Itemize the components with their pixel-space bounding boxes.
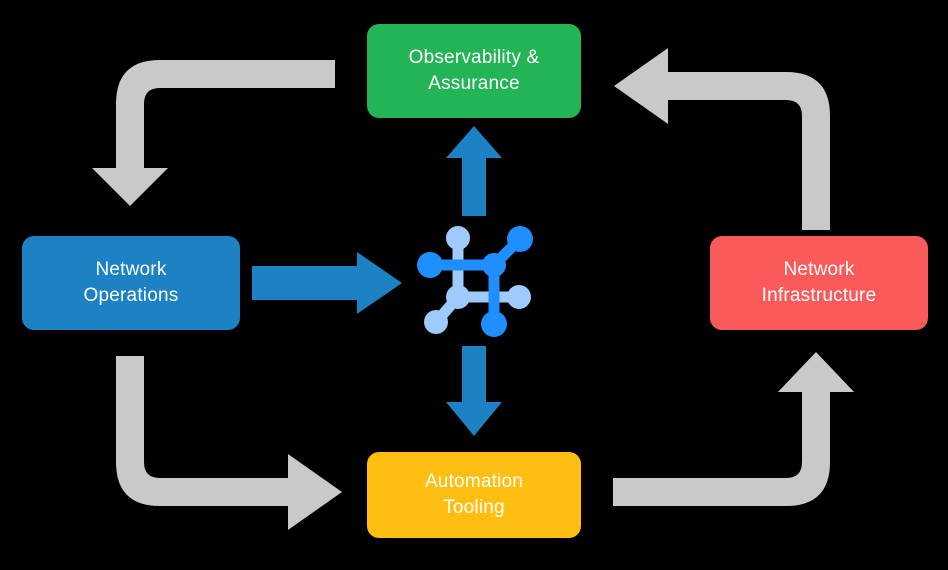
arrow-automation-to-infrastructure [613,352,854,506]
arrow-operations-to-hub [252,252,402,314]
node-network-operations[interactable]: Network Operations [22,236,240,330]
node-label-network-infrastructure: Network Infrastructure [761,259,877,306]
node-automation-tooling[interactable]: Automation Tooling [367,452,581,538]
node-observability-assurance[interactable]: Observability & Assurance [367,24,581,118]
network-topology-icon [417,226,533,337]
arrow-infrastructure-to-observability [614,48,830,230]
node-label-automation-tooling: Automation Tooling [424,471,524,518]
node-label-network-operations: Network Operations [83,259,179,306]
arrow-hub-to-observability [446,126,502,216]
node-label-observability-assurance: Observability & Assurance [408,47,540,94]
node-network-infrastructure[interactable]: Network Infrastructure [710,236,928,330]
arrow-observability-to-operations [92,60,335,206]
arrow-hub-to-automation [446,346,502,436]
arrow-operations-to-automation [116,356,342,530]
